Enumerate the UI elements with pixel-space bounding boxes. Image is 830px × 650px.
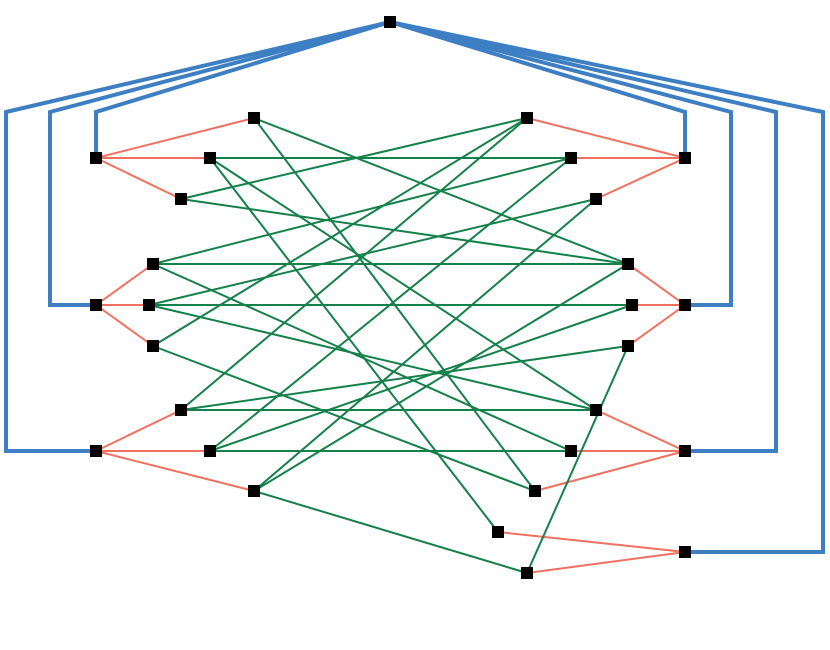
hub-link — [389, 20, 733, 307]
group-link — [627, 263, 686, 306]
cross-link — [148, 198, 597, 306]
cross-link — [209, 157, 597, 411]
cross-link — [209, 157, 499, 533]
group-node — [565, 445, 577, 457]
cross-link — [148, 304, 597, 411]
group-node — [175, 404, 187, 416]
group-node — [248, 485, 260, 497]
group-node — [204, 445, 216, 457]
hub-link — [3, 20, 391, 453]
group-node — [521, 112, 533, 124]
cross-link — [152, 157, 572, 265]
cross-link — [209, 157, 572, 452]
group-link — [595, 409, 686, 452]
group-link — [595, 157, 686, 200]
cross-link — [180, 198, 629, 265]
group-node — [521, 567, 533, 579]
group-node — [565, 152, 577, 164]
group-node — [590, 193, 602, 205]
group-link — [95, 450, 255, 492]
group-link — [95, 263, 154, 306]
hub-node — [90, 152, 102, 164]
group-link — [95, 304, 154, 347]
group-links-layer — [95, 117, 686, 574]
cross-link — [152, 117, 528, 347]
hub-link — [389, 20, 687, 158]
group-node — [590, 404, 602, 416]
cross-links-layer — [148, 117, 633, 574]
cross-link — [253, 490, 528, 574]
cross-link — [152, 263, 572, 452]
group-link — [526, 117, 686, 159]
hub-node — [679, 445, 691, 457]
group-link — [497, 531, 686, 553]
group-link — [526, 551, 686, 574]
group-link — [627, 304, 686, 347]
root-node — [384, 16, 396, 28]
group-node — [622, 340, 634, 352]
hub-link — [389, 20, 778, 453]
group-link — [95, 409, 182, 452]
cross-link — [209, 304, 633, 452]
cross-link — [526, 345, 629, 574]
group-node — [622, 258, 634, 270]
hub-link — [389, 20, 825, 554]
cross-link — [152, 345, 536, 492]
cross-link — [253, 198, 597, 492]
hub-node — [90, 445, 102, 457]
group-node — [175, 193, 187, 205]
group-node — [147, 340, 159, 352]
cross-link — [180, 117, 528, 200]
group-node — [204, 152, 216, 164]
group-node — [492, 526, 504, 538]
group-link — [95, 157, 182, 200]
hub-link — [94, 20, 391, 158]
group-node — [147, 258, 159, 270]
group-node — [626, 299, 638, 311]
hub-node — [679, 546, 691, 558]
hub-link — [48, 20, 391, 307]
hub-node — [90, 299, 102, 311]
group-node — [248, 112, 260, 124]
cross-link — [253, 263, 629, 492]
hub-node — [679, 152, 691, 164]
hub-links-layer — [3, 20, 825, 554]
hub-node — [679, 299, 691, 311]
group-node — [529, 485, 541, 497]
group-node — [143, 299, 155, 311]
group-link — [534, 450, 686, 492]
cross-link — [180, 117, 528, 411]
nodes-layer — [90, 16, 691, 579]
group-link — [95, 117, 255, 159]
cross-link — [180, 345, 629, 411]
